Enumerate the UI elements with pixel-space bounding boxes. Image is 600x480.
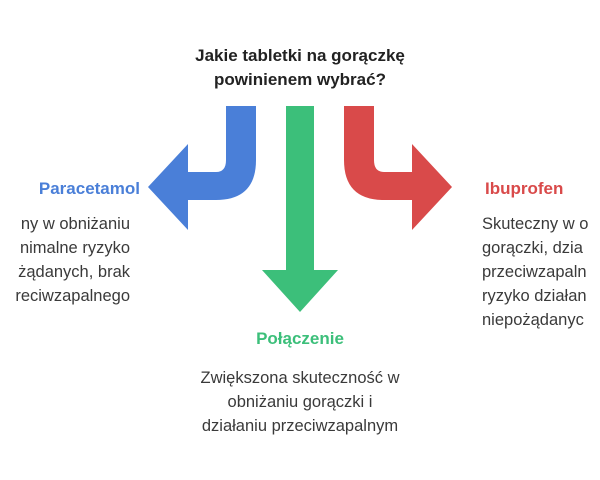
question-heading: Jakie tabletki na gorączkę powinienem wy…	[150, 44, 450, 92]
paracetamol-title: Paracetamol	[38, 179, 140, 198]
center-down-arrow	[262, 106, 338, 312]
paracetamol-description: ny w obniżaniu nimalne ryzyko żądanych, …	[15, 212, 130, 308]
combination-desc-line: obniżaniu gorączki i	[227, 393, 373, 411]
paracetamol-desc-line: ny w obniżaniu	[20, 215, 130, 233]
ibuprofen-desc-line: niepożądanyc	[482, 311, 584, 329]
combination-description: Zwiększona skuteczność w obniżaniu gorąc…	[150, 366, 450, 438]
question-line-1: Jakie tabletki na gorączkę	[195, 46, 405, 65]
paracetamol-desc-line: nimalne ryzyko	[19, 239, 130, 257]
paracetamol-desc-line: żądanych, brak	[18, 263, 130, 281]
combination-title: Połączenie	[256, 329, 344, 348]
ibuprofen-desc-line: Skuteczny w o	[482, 215, 589, 233]
combination-desc-line: Zwiększona skuteczność w	[200, 369, 400, 387]
ibuprofen-desc-line: gorączki, dzia	[482, 239, 583, 257]
question-line-2: powinienem wybrać?	[214, 70, 386, 89]
ibuprofen-title: Ibuprofen	[485, 179, 564, 198]
paracetamol-desc-line: reciwzapalnego	[15, 287, 130, 305]
combination-desc-line: działaniu przeciwzapalnym	[201, 417, 399, 435]
left-curved-arrow	[148, 106, 256, 230]
ibuprofen-description: Skuteczny w o gorączki, dzia przeciwzapa…	[482, 212, 588, 332]
ibuprofen-desc-line: ryzyko działan	[482, 287, 587, 305]
right-curved-arrow	[344, 106, 452, 230]
ibuprofen-desc-line: przeciwzapaln	[482, 263, 587, 281]
